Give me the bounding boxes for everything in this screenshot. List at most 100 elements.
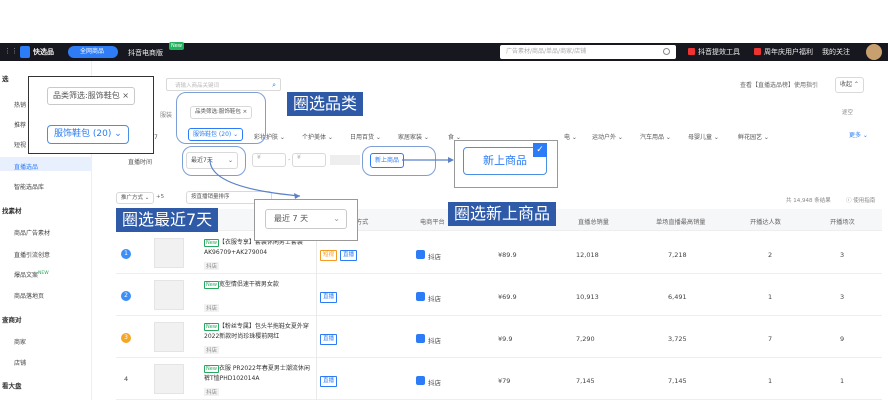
result-total: 共 14,948 条结果 <box>786 198 831 204</box>
total-sales: 10,913 <box>576 293 599 301</box>
category-option[interactable]: 运动户外 ⌄ <box>592 132 623 141</box>
table-header-cell[interactable]: 方式 <box>356 219 369 226</box>
table-header-cell[interactable]: 开播达人数 <box>750 219 781 226</box>
category-option-label: 电 <box>564 134 571 141</box>
anniversary-link[interactable]: 周年庆用户福利 <box>764 48 813 56</box>
brand-logo-icon <box>20 46 30 58</box>
product-search-input[interactable]: 请输入商品关键词 ⌕ <box>166 78 281 91</box>
my-follow-link[interactable]: 我的关注 <box>822 48 850 56</box>
category-option-label: 母婴儿童 <box>688 134 713 141</box>
new-tag: New <box>204 281 219 289</box>
search-placeholder: 请输入商品关键词 <box>175 83 220 89</box>
category-dropdown[interactable]: 服饰鞋包 (20) ⌄ <box>188 128 244 141</box>
sidebar-item[interactable]: 直播选品 <box>14 162 38 171</box>
sidebar-item[interactable]: 智能选品库 <box>14 182 44 191</box>
category-option[interactable]: 个护美体 ⌄ <box>302 132 333 141</box>
sort-select[interactable]: 按直播销量排序 <box>186 191 272 204</box>
efficiency-tools-link[interactable]: 抖音提效工具 <box>698 48 740 56</box>
sidebar-item[interactable]: 爆品文案NEW <box>14 270 49 279</box>
callout-category: 圈选品类 <box>287 92 364 116</box>
apps-grid-icon[interactable]: ⋮⋮ <box>4 47 18 55</box>
session-count: 9 <box>840 335 845 343</box>
sidebar-item[interactable]: 找素材 <box>2 205 22 215</box>
table-header-cell[interactable]: 单场直播最高销量 <box>656 219 706 226</box>
more-categories-button[interactable]: 更多 ⌄ <box>845 130 872 141</box>
category-option[interactable]: 汽车用品 ⌄ <box>640 132 671 141</box>
price-max-input[interactable]: ¥ <box>292 153 326 167</box>
product-thumbnail[interactable] <box>154 364 184 394</box>
session-count: 3 <box>840 251 845 259</box>
channel-tag: 直播 <box>320 292 338 303</box>
sidebar-item[interactable]: 商家 <box>14 337 26 346</box>
price: ¥89.9 <box>498 251 517 259</box>
rank-badge: 1 <box>121 249 131 259</box>
sidebar-item[interactable]: 直播引流创意 <box>14 250 50 259</box>
douyin-shop-icon <box>416 376 425 385</box>
brand-name[interactable]: 快选品 <box>33 48 54 56</box>
live-time-label: 直播时间 <box>128 159 153 166</box>
zoom-time-label: 最近 7 天 <box>274 214 309 223</box>
more-label: 更多 <box>849 132 862 139</box>
category-option[interactable]: 日用百货 ⌄ <box>350 132 381 141</box>
zoom-category-label: 品类筛选:服饰鞋包 <box>53 91 120 100</box>
selected-chip-label: 品类筛选:服饰鞋包 <box>195 109 241 115</box>
sidebar-item[interactable]: 推荐 <box>14 120 26 129</box>
channel-tag: 短视 <box>320 250 338 261</box>
all-products-pill[interactable]: 全网商品 <box>68 46 118 58</box>
sidebar-item[interactable]: 商品落地页 <box>14 291 44 300</box>
category-option[interactable]: 母婴儿童 ⌄ <box>688 132 719 141</box>
switch-link[interactable]: 逐空 <box>842 110 854 116</box>
callout-arrow <box>209 160 301 199</box>
douyin-tab[interactable]: 抖音电商版 <box>128 49 163 57</box>
sidebar-item[interactable]: 热销 <box>14 100 26 109</box>
promo-type-select[interactable]: 推广方式 ⌄ <box>116 192 155 204</box>
shop-tag: 抖店 <box>204 262 220 270</box>
collapse-button[interactable]: 收起 ⌃ <box>835 77 864 93</box>
sidebar-item[interactable]: 短视 <box>14 140 26 149</box>
product-title[interactable]: New【衣服专享】套装休闲男士套装AK96709+AK279004 <box>204 238 314 257</box>
category-option-label: 彩妆护肤 <box>254 134 279 141</box>
product-thumbnail[interactable] <box>154 238 184 268</box>
creator-count: 1 <box>768 293 773 301</box>
range-slider[interactable] <box>330 155 360 165</box>
category-option[interactable]: 彩妆护肤 ⌄ <box>254 132 285 141</box>
howto-link[interactable]: ⓘ 使用指南 <box>846 198 876 204</box>
search-icon[interactable] <box>663 48 670 55</box>
promo-type-label: 推广方式 <box>121 195 144 201</box>
currency-icon: ¥ <box>257 154 261 161</box>
sidebar-item[interactable]: 商品广告素材 <box>14 228 50 237</box>
product-thumbnail[interactable] <box>154 280 184 310</box>
max-single-sales: 6,491 <box>668 293 687 301</box>
table-header-cell[interactable]: 电商平台 <box>420 219 445 226</box>
channel-tag: 直播 <box>340 250 358 261</box>
sidebar-item[interactable]: 看大盘 <box>2 380 22 390</box>
collapse-label: 收起 <box>840 81 853 88</box>
category-option[interactable]: 食 ⌄ <box>448 132 461 141</box>
product-thumbnail[interactable] <box>154 322 184 352</box>
creator-count: 7 <box>768 335 773 343</box>
top-search-input[interactable]: 广告素材/商品/单品/商家/店铺 <box>500 45 676 59</box>
category-option[interactable]: 电 ⌄ <box>564 132 577 141</box>
total-sales: 12,018 <box>576 251 599 259</box>
chevron-down-icon: ⌄ <box>374 134 381 141</box>
search-icon[interactable]: ⌕ <box>272 81 276 89</box>
sidebar-item[interactable]: 选 <box>2 73 9 83</box>
channel-tag: 直播 <box>320 334 338 345</box>
sidebar-active-highlight <box>0 157 92 171</box>
new-tag: New <box>204 323 219 331</box>
sidebar-item[interactable]: 查商对 <box>2 314 22 324</box>
category-option[interactable]: 鲜花园艺 ⌄ <box>738 132 769 141</box>
sidebar-item-label: 看大盘 <box>2 382 22 390</box>
avatar[interactable] <box>866 44 882 60</box>
product-title[interactable]: New【粉丝专属】包头半拖鞋女夏外穿2022新款时尚珍珠樱前网红 <box>204 322 314 341</box>
price-min-input[interactable]: ¥ <box>252 153 286 167</box>
selected-category-chip[interactable]: 品类筛选:服饰鞋包 × <box>190 106 253 119</box>
category-option[interactable]: 家居家装 ⌄ <box>398 132 429 141</box>
table-header-cell[interactable]: 直播总销量 <box>578 219 609 226</box>
sidebar-item[interactable]: 店铺 <box>14 358 26 367</box>
table-header-cell[interactable]: 开播场次 <box>830 219 855 226</box>
guide-link[interactable]: 查看【直播选品榜】使用指引 <box>740 82 819 89</box>
top-search-placeholder: 广告素材/商品/单品/商家/店铺 <box>506 48 587 55</box>
